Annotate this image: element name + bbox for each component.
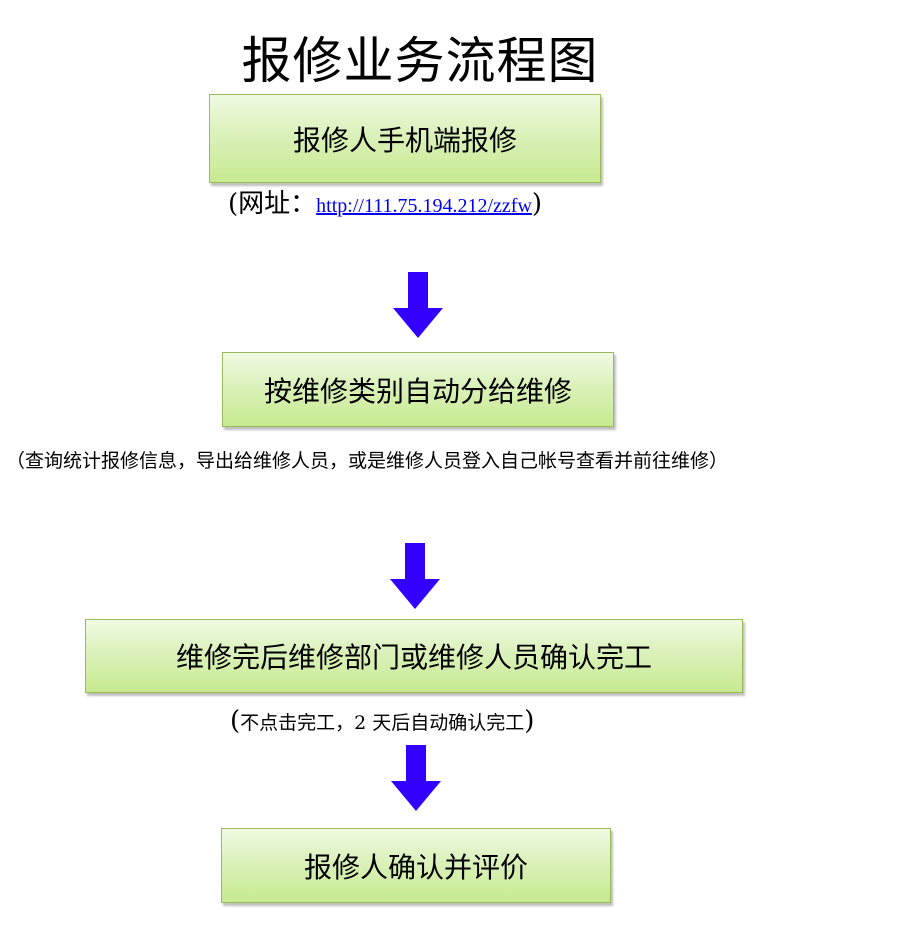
flow-step-2-label: 按维修类别自动分给维修 bbox=[263, 374, 572, 408]
flow-step-1: 报修人手机端报修 bbox=[209, 94, 601, 183]
url-link[interactable]: http://111.75.194.212/zzfw bbox=[316, 195, 532, 217]
note-close-paren: ) bbox=[524, 706, 535, 736]
diagram-title: 报修业务流程图 bbox=[241, 32, 599, 90]
flow-step-3: 维修完后维修部门或维修人员确认完工 bbox=[85, 619, 743, 693]
flow-step-2-note: （查询统计报修信息，导出给维修人员，或是维修人员登入自己帐号查看并前往维修） bbox=[6, 450, 729, 472]
down-arrow-icon bbox=[391, 745, 441, 811]
down-arrow-icon bbox=[390, 543, 440, 609]
down-arrow-icon bbox=[393, 272, 443, 338]
url-prefix-label: 网址： bbox=[238, 189, 317, 219]
flow-step-1-label: 报修人手机端报修 bbox=[292, 123, 517, 157]
note-close-paren: ) bbox=[531, 189, 543, 219]
flow-step-1-note: (网址：http://111.75.194.212/zzfw) bbox=[228, 187, 542, 223]
flow-step-2: 按维修类别自动分给维修 bbox=[222, 352, 614, 427]
flow-step-4: 报修人确认并评价 bbox=[221, 828, 611, 903]
note-text: 不点击完工，2 天后自动确认完工 bbox=[240, 712, 525, 734]
flow-step-4-label: 报修人确认并评价 bbox=[303, 850, 528, 884]
flow-step-3-label: 维修完后维修部门或维修人员确认完工 bbox=[175, 641, 652, 674]
note-open-paren: ( bbox=[230, 706, 241, 736]
note-open-paren: ( bbox=[228, 189, 239, 219]
flow-step-3-note: (不点击完工，2 天后自动确认完工) bbox=[230, 706, 534, 738]
